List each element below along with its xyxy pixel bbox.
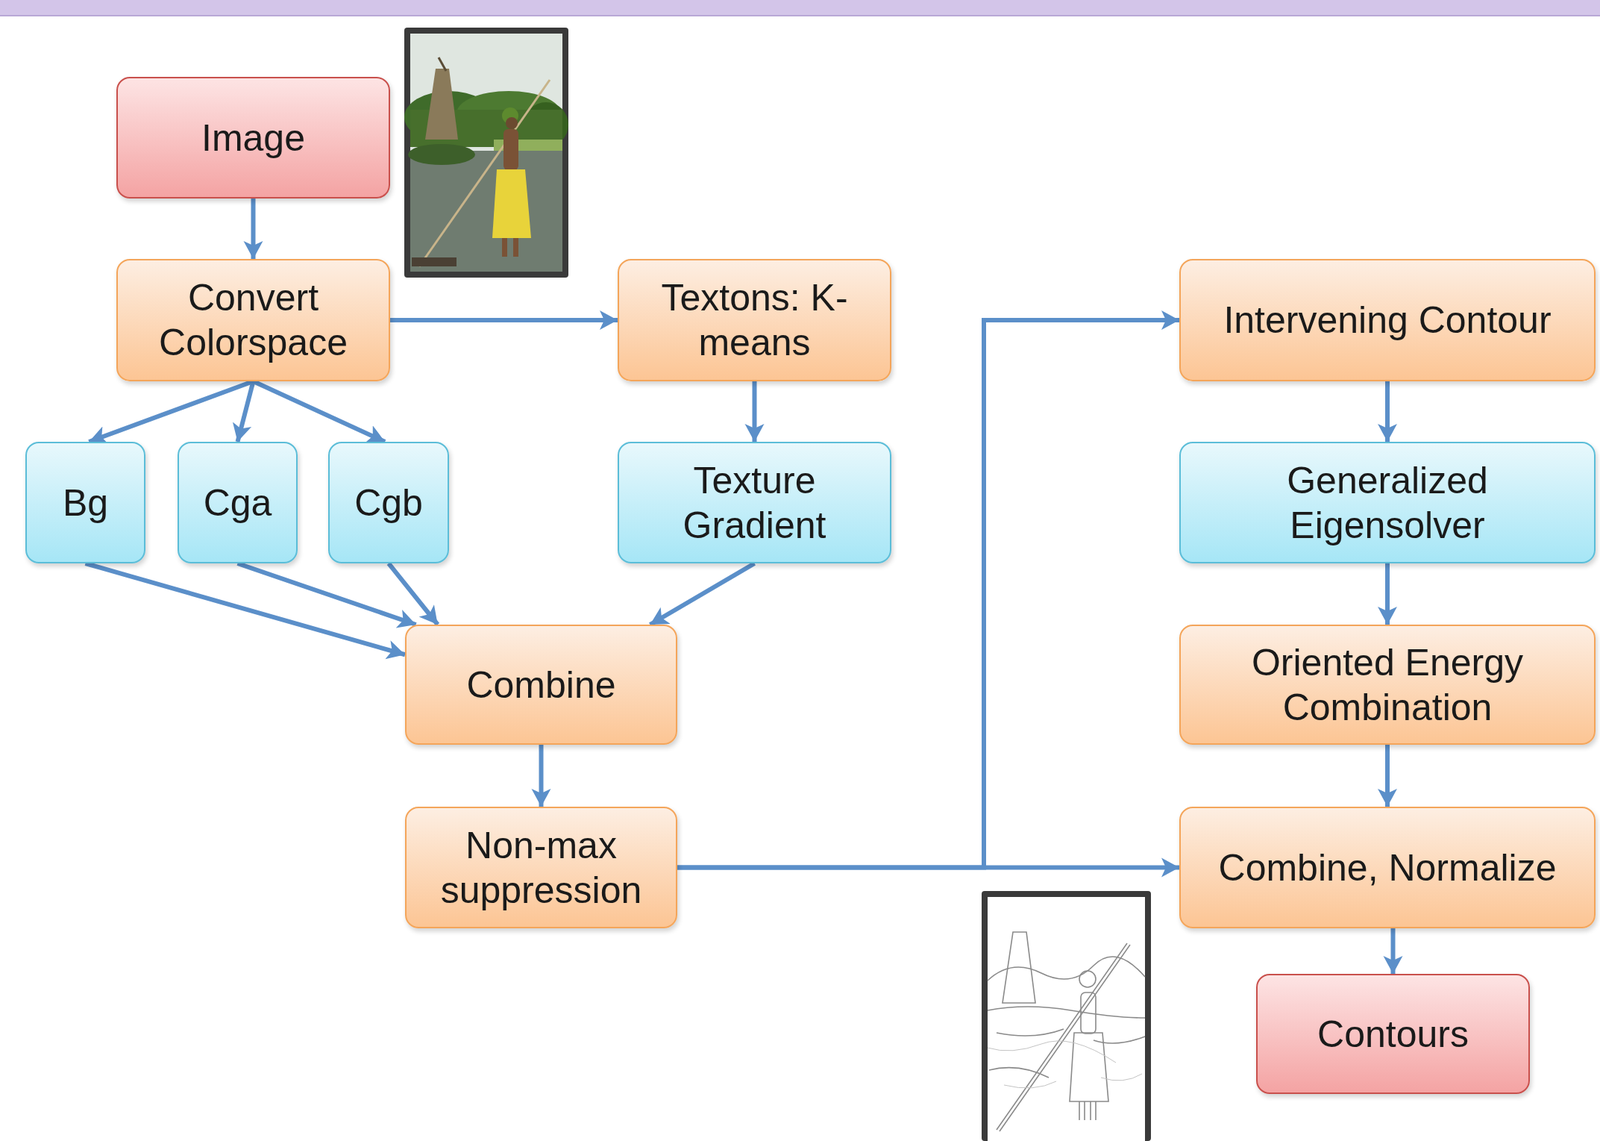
process-box: Textons: K-means	[617, 258, 892, 382]
contour-result-photo	[981, 890, 1151, 1141]
flow-arrow	[1385, 744, 1390, 807]
flow-arrow	[388, 563, 438, 625]
feature-box: Cga	[177, 441, 298, 564]
box-label: Oriented Energy Combination	[1230, 640, 1545, 730]
box-label: Contours	[1317, 1011, 1469, 1057]
flow-arrow	[1385, 563, 1390, 625]
flow-arrow	[650, 563, 755, 625]
process-box: Combine	[405, 624, 678, 745]
flow-arrow	[88, 381, 253, 442]
box-label: Cgb	[354, 480, 423, 526]
box-label: Combine	[466, 662, 616, 708]
flow-arrow	[539, 744, 544, 807]
process-box: Intervening Contour	[1179, 258, 1596, 382]
flow-arrow	[251, 198, 256, 259]
flow-arrow	[1391, 927, 1396, 974]
feature-box: Generalized Eigensolver	[1179, 441, 1596, 564]
flow-arrow	[237, 563, 417, 625]
header-band	[0, 0, 1600, 17]
process-box: Non-max suppression	[405, 806, 678, 928]
box-label: Image	[201, 115, 306, 161]
flow-arrow	[390, 317, 618, 323]
flow-arrow	[1385, 381, 1390, 442]
box-label: Generalized Eigensolver	[1238, 457, 1537, 548]
flow-arrow	[677, 865, 1180, 870]
flow-arrow	[85, 563, 406, 655]
box-label: Textons: K-means	[635, 275, 875, 365]
flow-arrow	[237, 381, 254, 442]
box-label: Texture Gradient	[635, 457, 875, 548]
box-label: Cga	[203, 480, 273, 526]
start-box: Image	[116, 76, 391, 199]
feature-box: Cgb	[328, 441, 450, 564]
box-label: Non-max suppression	[422, 822, 661, 913]
box-label: Combine, Normalize	[1218, 845, 1557, 890]
box-label: Bg	[62, 480, 109, 526]
process-box: Convert Colorspace	[116, 258, 391, 382]
input-photo	[404, 27, 569, 278]
box-label: Intervening Contour	[1223, 297, 1551, 343]
box-label: Convert Colorspace	[134, 275, 373, 365]
feature-box: Texture Gradient	[617, 441, 892, 564]
process-box: Combine, Normalize	[1179, 806, 1596, 928]
feature-box: Bg	[25, 441, 146, 564]
process-box: Oriented Energy Combination	[1179, 624, 1596, 745]
flow-arrow	[752, 381, 758, 442]
flow-arrow	[253, 381, 386, 442]
end-box: Contours	[1256, 973, 1530, 1094]
flow-arrow	[677, 320, 1180, 868]
